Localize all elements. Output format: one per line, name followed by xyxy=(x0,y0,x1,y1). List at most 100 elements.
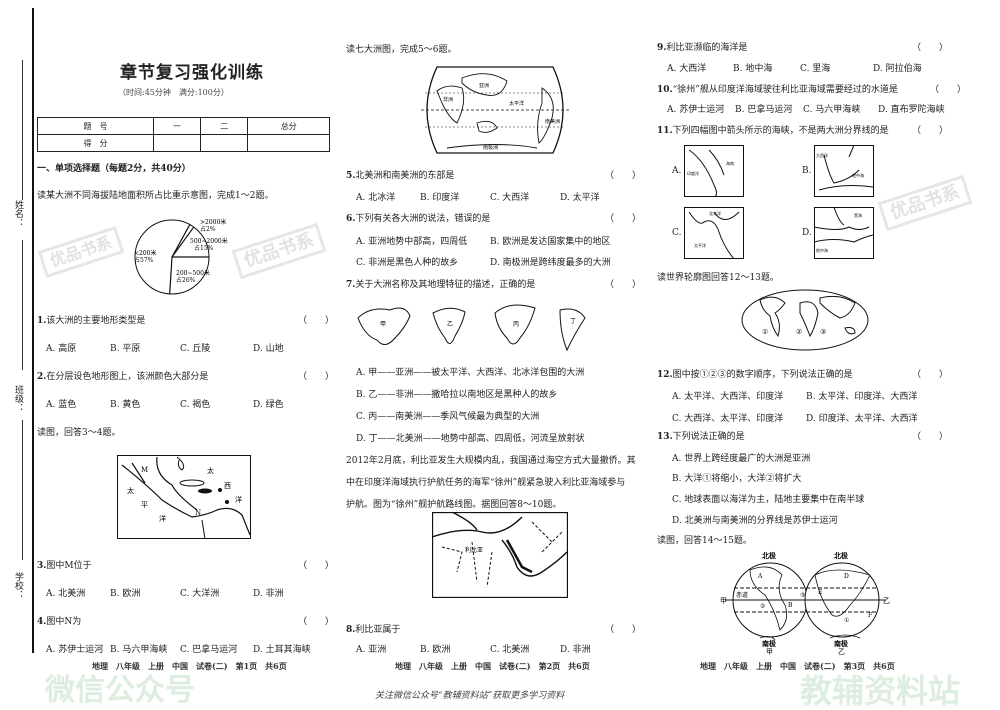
question-4: 4.图中N为 xyxy=(37,617,82,627)
section-heading: 一、单项选择题（每题2分，共40分） xyxy=(37,164,191,174)
option[interactable]: C. 里海 xyxy=(800,64,831,74)
ocean-mark: ① xyxy=(762,328,768,336)
answer-blank[interactable]: （ ） xyxy=(930,85,967,95)
option[interactable]: B. 平原 xyxy=(110,344,141,354)
answer-blank[interactable]: （ ） xyxy=(298,316,335,326)
option[interactable]: A. 亚洲 xyxy=(356,645,387,655)
option[interactable]: C. 褐色 xyxy=(180,400,211,410)
option[interactable]: C. 大西洋 xyxy=(490,193,530,203)
intro-text: 读世界轮廓图回答12～13题。 xyxy=(657,273,779,283)
table-header: 总分 xyxy=(247,117,330,135)
ocean-mark: ② xyxy=(760,603,765,610)
option[interactable]: A. 苏伊士运河 xyxy=(667,105,725,115)
option[interactable]: A. 甲——亚洲——被太平洋、大西洋、北冰洋包围的大洲 xyxy=(356,368,585,378)
page-footer: 地理 八年级 上册 中国 试卷(二) 第2页 共6页 xyxy=(395,661,590,671)
option[interactable]: A. 太平洋、大西洋、印度洋 xyxy=(672,392,784,402)
option[interactable]: D. 北美洲与南美洲的分界线是苏伊士运河 xyxy=(672,516,838,526)
option[interactable]: A. 高原 xyxy=(46,344,77,354)
option[interactable]: B. 黄色 xyxy=(110,400,141,410)
libya-route-map: 利比亚 xyxy=(432,512,568,598)
option[interactable]: B. xyxy=(802,166,812,176)
option[interactable]: B. 欧洲 xyxy=(110,589,141,599)
option[interactable]: D. 印度洋、太平洋、大西洋 xyxy=(806,414,918,424)
option[interactable]: B. 乙——非洲——撒哈拉以南地区是黑种人的故乡 xyxy=(356,390,558,400)
option[interactable]: A. 世界上跨经度最广的大洲是亚洲 xyxy=(672,454,811,464)
option[interactable]: C. 马六甲海峡 xyxy=(803,105,861,115)
intro-text: 读图，回答3～4题。 xyxy=(37,428,121,438)
bottom-note: 关注微信公众号“教辅资料站”获取更多学习资料 xyxy=(375,691,565,701)
answer-blank[interactable]: （ ） xyxy=(912,432,949,442)
option[interactable]: C. 大洋洲 xyxy=(180,589,220,599)
answer-blank[interactable]: （ ） xyxy=(298,372,335,382)
option[interactable]: C. 丘陵 xyxy=(180,344,211,354)
answer-blank[interactable]: （ ） xyxy=(912,43,949,53)
answer-blank[interactable]: （ ） xyxy=(912,126,949,136)
option[interactable]: D. 南极洲是跨纬度最多的大洲 xyxy=(490,258,611,268)
answer-blank[interactable]: （ ） xyxy=(605,214,642,224)
option[interactable]: A. 北冰洋 xyxy=(356,193,396,203)
answer-blank[interactable]: （ ） xyxy=(298,617,335,627)
option[interactable]: A. xyxy=(672,166,682,176)
option[interactable]: C. 非洲是黑色人种的故乡 xyxy=(356,258,459,268)
score-cell[interactable] xyxy=(200,134,249,152)
option[interactable]: C. xyxy=(672,228,682,238)
option[interactable]: D. 太平洋 xyxy=(560,193,600,203)
equator-label: 赤道 xyxy=(736,591,748,599)
table-header: 题 号 xyxy=(37,117,154,135)
option[interactable]: D. 阿拉伯海 xyxy=(873,64,922,74)
pie-slice-edge xyxy=(169,256,173,294)
option[interactable]: A. 苏伊士运河 xyxy=(46,645,104,655)
option[interactable]: B. 大洋①将缩小，大洋②将扩大 xyxy=(672,474,802,484)
option[interactable]: D. 非洲 xyxy=(253,589,284,599)
option[interactable]: B. 巴拿马运河 xyxy=(735,105,793,115)
option[interactable]: D. 山地 xyxy=(253,344,284,354)
option[interactable]: A. 北美洲 xyxy=(46,589,86,599)
option[interactable]: B. 地中海 xyxy=(733,64,773,74)
answer-blank[interactable]: （ ） xyxy=(605,171,642,181)
stamp-watermark: 优品书系 xyxy=(231,222,327,279)
subtitle: （时间:45分钟 满分:100分） xyxy=(118,88,229,97)
option[interactable]: C. 大西洋、太平洋、印度洋 xyxy=(672,414,784,424)
class-label: 班级： xyxy=(13,385,23,412)
option[interactable]: D. xyxy=(802,228,812,238)
table-header: 一 xyxy=(152,117,202,135)
option[interactable]: C. 丙——南美洲——季风气候最为典型的大洲 xyxy=(356,412,540,422)
map-label: N xyxy=(195,509,201,517)
intro-text: 读某大洲不同海拔陆地面积所占比重示意图，完成1～2题。 xyxy=(37,191,274,201)
option[interactable]: A. 大西洋 xyxy=(667,64,707,74)
score-cell[interactable] xyxy=(247,134,330,152)
option[interactable]: B. 印度洋 xyxy=(420,193,460,203)
option[interactable]: D. 绿色 xyxy=(253,400,284,410)
option[interactable]: D. 直布罗陀海峡 xyxy=(878,105,945,115)
option[interactable]: A. 蓝色 xyxy=(46,400,77,410)
hemisphere-name: 乙 xyxy=(883,597,890,605)
site-watermark: 教辅资料站 xyxy=(800,672,961,710)
option[interactable]: B. 太平洋、印度洋、大西洋 xyxy=(806,392,918,402)
binding-line xyxy=(32,8,34,653)
option[interactable]: A. 亚洲地势中部高，四周低 xyxy=(356,237,468,247)
answer-blank[interactable]: （ ） xyxy=(912,370,949,380)
map-label: 地中海 xyxy=(852,172,864,178)
option[interactable]: B. 欧洲 xyxy=(420,645,451,655)
pole-label: 北极 xyxy=(834,551,849,560)
score-cell[interactable] xyxy=(152,134,202,152)
option[interactable]: B. 欧洲是发达国家集中的地区 xyxy=(490,237,611,247)
map-label: 印度洋 xyxy=(687,170,699,176)
answer-blank[interactable]: （ ） xyxy=(298,561,335,571)
map-label: 非洲 xyxy=(443,96,453,103)
option[interactable]: D. 丁——北美洲——地势中部高、四周低，河流呈放射状 xyxy=(356,434,585,444)
pole-label: 北极 xyxy=(762,551,777,560)
page-footer: 地理 八年级 上册 中国 试卷(二) 第1页 共6页 xyxy=(92,661,287,671)
option[interactable]: C. 巴拿马运河 xyxy=(180,645,238,655)
option[interactable]: D. 非洲 xyxy=(560,645,591,655)
option[interactable]: D. 土耳其海峡 xyxy=(253,645,311,655)
map-letter: A xyxy=(757,573,763,580)
map-label: 大西洋 xyxy=(816,152,828,158)
option[interactable]: C. 地球表面以海洋为主，陆地主要集中在南半球 xyxy=(672,495,865,505)
option[interactable]: C. 北美洲 xyxy=(490,645,530,655)
answer-blank[interactable]: （ ） xyxy=(605,625,642,635)
option[interactable]: B. 马六甲海峡 xyxy=(110,645,168,655)
answer-blank[interactable]: （ ） xyxy=(605,280,642,290)
